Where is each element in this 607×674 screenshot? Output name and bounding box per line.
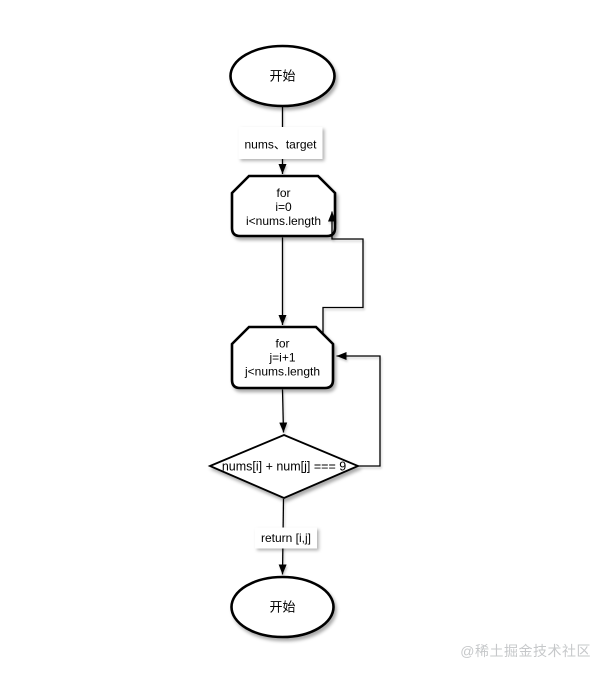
connector-condition-back-to-inner-loop — [336, 352, 381, 467]
condition-label: nums[i] + num[j] === 9 — [222, 460, 346, 474]
outer-loop-line-2: i=0 — [275, 200, 292, 214]
return-edge-label-box — [255, 527, 317, 549]
end-terminator-label: 开始 — [269, 600, 295, 615]
input-edge-label-text: nums、target — [244, 138, 317, 152]
edge-labels-layer: nums、target return [i,j] — [238, 127, 323, 549]
outer-loop-line-3: i<nums.length — [246, 214, 321, 228]
connector-inner-loop-to-condition — [279, 389, 288, 433]
inner-loop-line-2: j=i+1 — [268, 351, 295, 365]
shapes-layer: 开始 for i=0 i<nums.length for j=i+1 j<num… — [207, 44, 361, 639]
start-terminator-label: 开始 — [269, 69, 295, 84]
watermark-text: @稀土掘金技术社区 — [460, 643, 591, 659]
end-terminator — [230, 575, 335, 639]
input-edge-label-box — [238, 127, 323, 159]
outer-loop-limit — [230, 174, 337, 238]
inner-loop-line-1: for — [275, 337, 289, 351]
return-edge-label-text: return [i,j] — [261, 531, 311, 545]
inner-loop-line-3: j<nums.length — [244, 365, 320, 379]
outer-loop-line-1: for — [276, 186, 290, 200]
connector-inner-loop-back-to-outer — [322, 211, 364, 334]
inner-loop-limit — [230, 325, 335, 390]
